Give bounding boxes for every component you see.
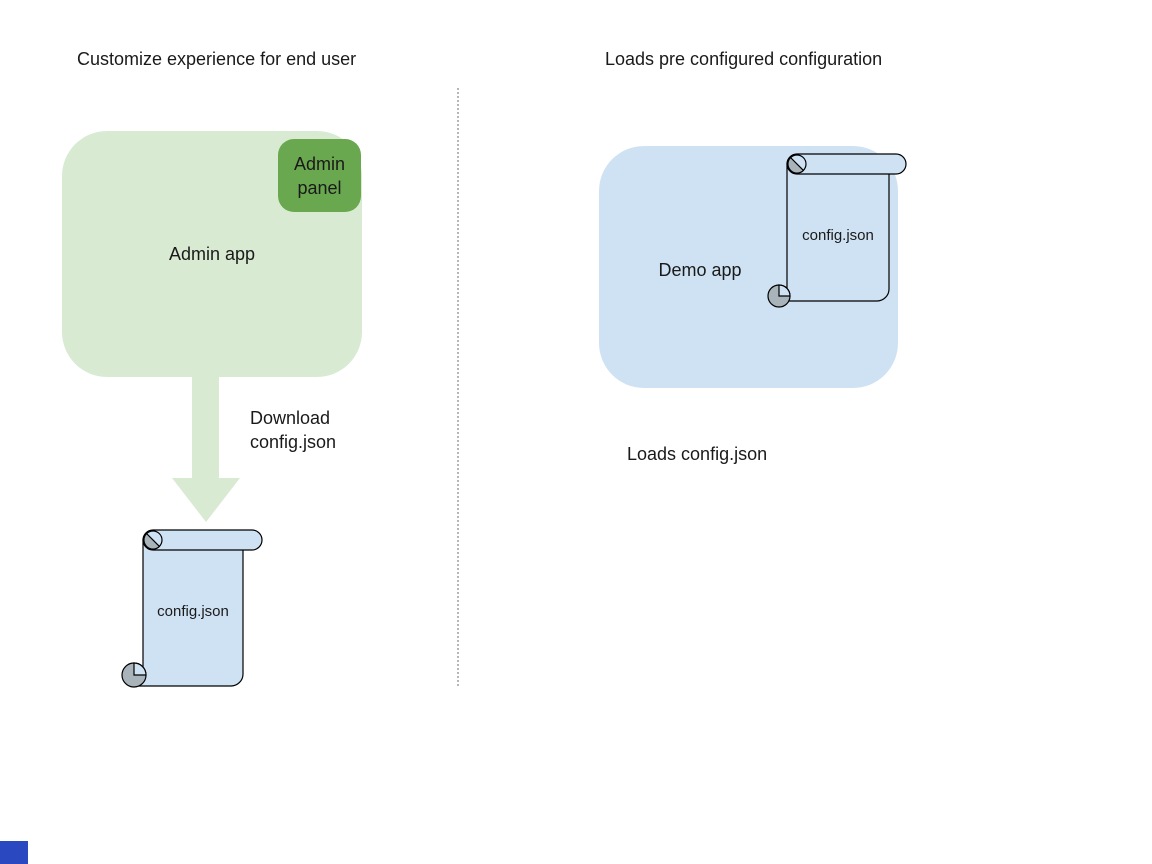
config-json-label-left: config.json — [157, 603, 229, 620]
config-file-scroll — [121, 529, 263, 688]
scroll-body — [781, 163, 890, 302]
loads-config-caption: Loads config.json — [627, 444, 768, 464]
scroll-bottom-curl-notch — [133, 662, 147, 676]
scroll-top-spiral-shade — [787, 156, 805, 174]
demo-app-label: Demo app — [658, 260, 742, 280]
download-arrow — [172, 376, 240, 522]
scroll-top-roll — [786, 153, 907, 175]
right-section-title: Loads pre configured configuration — [605, 49, 883, 69]
scroll-body — [137, 539, 244, 687]
admin-panel-box: Admin panel — [278, 139, 361, 212]
download-config-label: Download config.json — [250, 408, 337, 452]
left-section-title: Customize experience for end user — [77, 49, 357, 69]
download-arrow-shape — [172, 376, 240, 522]
config-file-scroll-right — [767, 153, 907, 308]
section-divider — [457, 88, 459, 686]
admin-panel-label: Admin panel — [293, 153, 346, 198]
corner-blue-square — [0, 841, 28, 864]
scroll-bottom-curl-notch — [778, 284, 791, 297]
scroll-top-spiral-shade — [143, 532, 161, 550]
config-json-label-right: config.json — [802, 227, 874, 244]
admin-app-label: Admin app — [168, 244, 256, 264]
scroll-top-roll — [142, 529, 263, 551]
